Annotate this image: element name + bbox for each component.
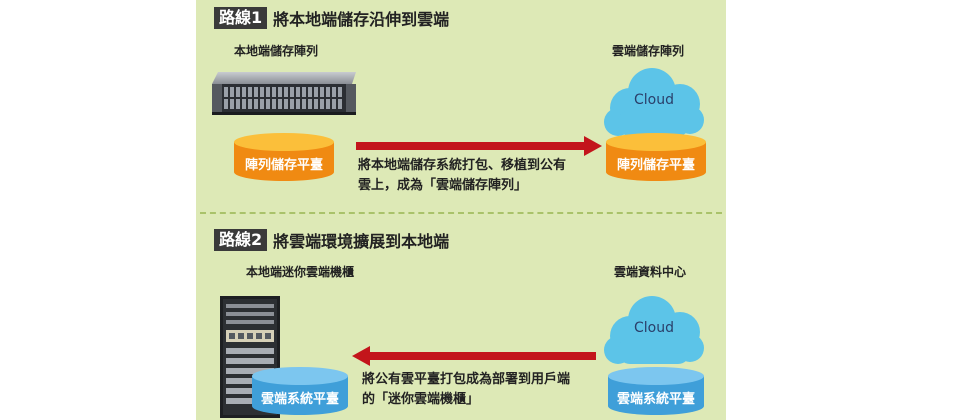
route2-caption: 將公有雲平臺打包成為部署到用戶端 的「迷你雲端機櫃」	[362, 370, 570, 410]
route1-right-label: 雲端儲存陣列	[612, 44, 685, 58]
route1-caption-line1: 將本地端儲存系統打包、移植到公有	[358, 158, 567, 173]
storage-array-icon	[212, 72, 356, 115]
cloud-icon	[604, 68, 704, 136]
orange-cylinder-icon	[606, 133, 706, 181]
blue-cylinder-icon	[252, 367, 348, 415]
route1-caption-line2: 雲上，成為「雲端儲存陣列」	[358, 178, 528, 193]
arrow-right-icon	[356, 136, 602, 156]
route2-caption-line1: 將公有雲平臺打包成為部署到用戶端	[362, 372, 571, 387]
blue-cylinder-icon	[608, 367, 704, 415]
route-divider	[200, 212, 722, 214]
arrow-left-icon	[352, 346, 596, 366]
route2-caption-line2: 的「迷你雲端機櫃」	[362, 392, 480, 407]
route2-badge: 路線2	[214, 229, 268, 251]
route1-cloud-label: Cloud	[634, 92, 674, 108]
route2-heading: 路線2 將雲端環境擴展到本地端	[214, 228, 449, 252]
route1-right-platform-label: 陣列儲存平臺	[616, 158, 695, 173]
route2-cloud: Cloud	[600, 292, 708, 368]
route1-cloud: Cloud	[600, 64, 708, 140]
cloud-icon	[604, 296, 704, 364]
route1-left-label: 本地端儲存陣列	[234, 44, 319, 58]
orange-cylinder-icon	[234, 133, 334, 181]
route2-left-platform: 雲端系統平臺	[250, 366, 350, 416]
route2-right-platform-label: 雲端系統平臺	[616, 392, 695, 407]
route1-right-platform: 陣列儲存平臺	[604, 132, 708, 182]
route1-left-platform: 陣列儲存平臺	[232, 132, 336, 182]
route2-cloud-label: Cloud	[634, 320, 674, 336]
route2-right-label: 雲端資料中心	[614, 265, 687, 279]
route2-title: 將雲端環境擴展到本地端	[273, 232, 450, 251]
route1-left-platform-label: 陣列儲存平臺	[244, 158, 323, 173]
route1-title: 將本地端儲存沿伸到雲端	[273, 10, 450, 29]
route2-left-label: 本地端迷你雲端機櫃	[246, 265, 355, 279]
route1-heading: 路線1 將本地端儲存沿伸到雲端	[214, 6, 449, 30]
route2-right-platform: 雲端系統平臺	[606, 366, 706, 416]
route1-caption: 將本地端儲存系統打包、移植到公有 雲上，成為「雲端儲存陣列」	[358, 156, 566, 196]
route1-badge: 路線1	[214, 7, 268, 29]
route2-left-platform-label: 雲端系統平臺	[260, 392, 339, 407]
